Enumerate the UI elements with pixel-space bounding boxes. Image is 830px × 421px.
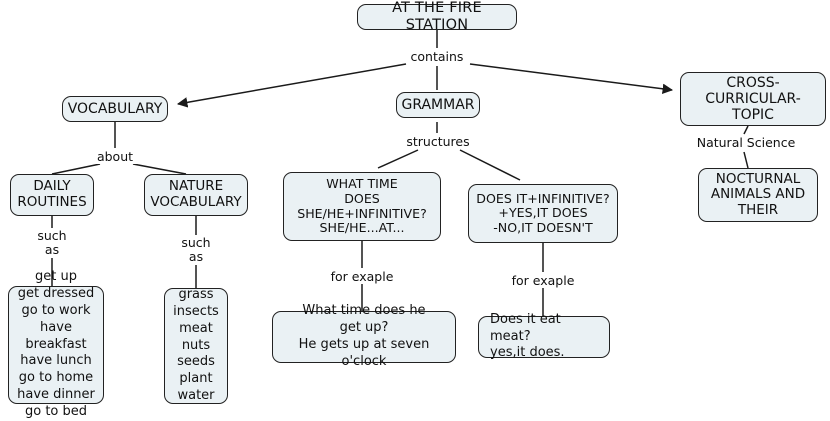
link-natural-science-nocturnal	[743, 151, 749, 169]
node-nature-vocabulary[interactable]: NATURE VOCABULARY	[144, 174, 248, 216]
link-structures-what-time	[377, 149, 419, 169]
node-structure-what-time[interactable]: WHAT TIME DOES SHE/HE+INFINITIVE? SHE/HE…	[283, 172, 441, 241]
node-example-does-it[interactable]: Does it eat meat? yes,it does.	[478, 312, 610, 360]
link-about-daily-routines	[51, 163, 101, 175]
node-root[interactable]: AT THE FIRE STATION	[357, 0, 517, 33]
node-structure-does-it[interactable]: DOES IT+INFINITIVE? +YES,IT DOES -NO,IT …	[468, 184, 618, 243]
link-contains-cross-topic	[469, 63, 674, 95]
node-daily-routines-list[interactable]: get up get dressed go to work have break…	[8, 269, 104, 419]
concept-map-canvas: AT THE FIRE STATION contains VOCABULARY …	[8, 0, 826, 419]
node-nocturnal-animals[interactable]: NOCTURNAL ANIMALS AND THEIR	[698, 168, 818, 222]
node-grammar[interactable]: GRAMMAR	[396, 92, 480, 118]
node-nature-vocabulary-list[interactable]: grass insects meat nuts seeds plant wate…	[164, 287, 228, 404]
link-label-about: about	[90, 150, 140, 164]
link-label-such-as-routines: such as	[27, 229, 77, 257]
link-label-such-as-nature: such as	[171, 236, 221, 264]
link-label-structures: structures	[404, 135, 472, 149]
node-vocabulary[interactable]: VOCABULARY	[62, 96, 168, 122]
link-label-for-example-does-it: for exaple	[508, 274, 578, 288]
node-example-what-time[interactable]: What time does he get up? He gets up at …	[272, 303, 456, 369]
link-contains-vocabulary	[176, 63, 407, 108]
link-cross-topic-natural-science	[743, 125, 749, 135]
node-cross-curricular-topic[interactable]: CROSS-CURRICULAR- TOPIC	[680, 72, 826, 126]
link-about-nature-vocabulary	[132, 163, 187, 175]
link-label-natural-science: Natural Science	[688, 136, 804, 150]
link-label-contains: contains	[407, 50, 467, 64]
link-label-for-example-what-time: for exaple	[327, 270, 397, 284]
link-structures-does-it	[459, 149, 521, 181]
node-daily-routines[interactable]: DAILY ROUTINES	[10, 174, 94, 216]
